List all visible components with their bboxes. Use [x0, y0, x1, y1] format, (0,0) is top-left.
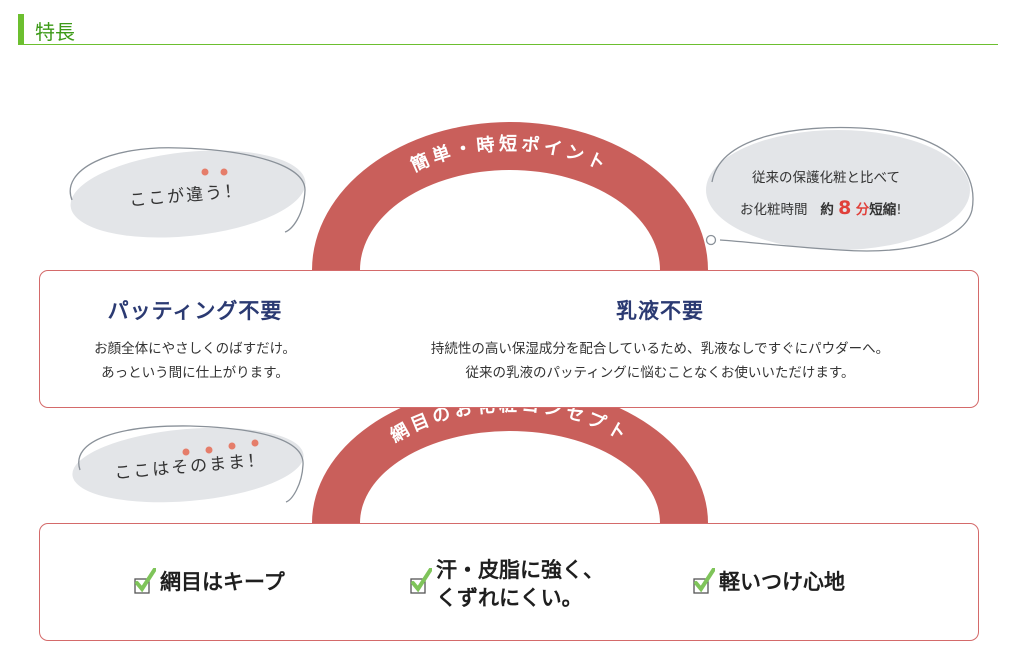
feature-text: 網目はキープ [160, 570, 285, 594]
desc-line: 持続性の高い保湿成分を配合しているため、乳液なしですぐにパウダーへ。 [430, 341, 890, 357]
desc-line: あっという間に仕上がります。 [101, 365, 289, 381]
desc-line: お顔全体にやさしくのばすだけ。 [94, 341, 296, 357]
checkbox-check-icon [693, 568, 715, 594]
note-approx: 約 [820, 202, 834, 218]
note-prefix: お化粧時間 [740, 202, 808, 218]
time-saving-note: 従来の保護化粧と比べて お化粧時間 約 8 分短縮! [740, 163, 940, 225]
feature-check-keep-mesh: 網目はキープ [134, 568, 285, 596]
arc-band-bottom [312, 385, 708, 523]
note-number: 8 [838, 197, 852, 219]
speech-bubble-right-top [705, 126, 974, 252]
checkbox-check-icon [134, 568, 156, 594]
feature-desc-emulsion: 持続性の高い保湿成分を配合しているため、乳液なしですぐにパウダーへ。 従来の乳液… [350, 337, 970, 385]
note-unit: 分 [855, 202, 870, 218]
section-header: 特長 [18, 12, 998, 46]
section-title: 特長 [35, 20, 75, 44]
header-accent-bar [18, 14, 24, 44]
header-divider [18, 44, 998, 45]
feature-check-sweat-proof: 汗・皮脂に強く、 くずれにくい。 [410, 556, 604, 612]
feature-text: 軽いつけ心地 [719, 570, 845, 594]
note-line-1: 従来の保護化粧と比べて [752, 170, 900, 186]
feature-title-patting: パッティング不要 [107, 299, 283, 323]
note-line-2: お化粧時間 約 8 分短縮! [740, 193, 940, 225]
checkbox-check-icon [410, 568, 432, 594]
note-exclamation: ! [896, 202, 902, 218]
note-suffix: 短縮 [869, 202, 897, 218]
feature-check-light-feel: 軽いつけ心地 [693, 568, 845, 596]
speech-bubble-left-top [69, 147, 306, 238]
feature-title-emulsion: 乳液不要 [616, 299, 704, 323]
feature-desc-patting: お顔全体にやさしくのばすだけ。 あっという間に仕上がります。 [60, 337, 330, 385]
arc-band-top [312, 122, 708, 270]
feature-text: 汗・皮脂に強く、 [436, 558, 604, 582]
desc-line: 従来の乳液のパッティングに悩むことなくお使いいただけます。 [465, 365, 855, 381]
feature-text: くずれにくい。 [436, 586, 583, 610]
speech-bubble-left-bottom [72, 425, 304, 503]
feature-box-top: パッティング不要 お顔全体にやさしくのばすだけ。 あっという間に仕上がります。 … [39, 270, 979, 408]
feature-box-bottom: 網目はキープ 汗・皮脂に強く、 くずれにくい。 軽いつけ心地 [39, 523, 979, 641]
